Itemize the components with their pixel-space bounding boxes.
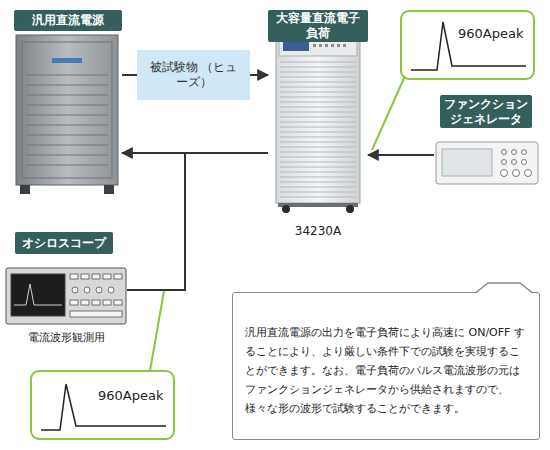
waveform-callout: 960Apeak: [400, 10, 535, 80]
leader-line: [150, 291, 164, 371]
oscilloscope-illustration: [6, 268, 126, 324]
leader-line: [372, 76, 405, 150]
box-label: 被試験物 （ヒューズ）: [147, 50, 240, 100]
note-text: 汎用直流電源の出力を電子負荷により高速に ON/OFF することにより、より厳し…: [245, 323, 529, 435]
power-supply-illustration: [16, 35, 118, 194]
pulse-waveform: [41, 384, 166, 430]
heading-tag: 大容量直流電子負荷: [268, 10, 368, 42]
heading-tag: オシロスコープ: [15, 232, 113, 254]
signal-connector: [368, 154, 434, 156]
model-number: 34230A: [268, 222, 368, 240]
function-generator-node: ファンクション ジェネレータ: [434, 95, 540, 187]
device-under-test-box: 被試験物 （ヒューズ）: [137, 50, 250, 100]
signal-connector: [127, 153, 268, 290]
power-supply-node: 汎用直流電源: [14, 10, 122, 195]
electronic-load-node: 大容量直流電子負荷 34230A: [268, 10, 368, 242]
waveform-callout: 960Apeak: [30, 370, 175, 440]
peak-value: 960Apeak: [458, 24, 533, 44]
signal-connector: [250, 74, 268, 76]
note-box: 汎用直流電源の出力を電子負荷により高速に ON/OFF することにより、より厳し…: [232, 292, 540, 440]
signal-connector: [122, 152, 268, 154]
pulse-waveform: [411, 22, 526, 70]
electronic-load-illustration: [276, 35, 360, 213]
heading-tag: ファンクション ジェネレータ: [440, 95, 532, 128]
note-tab: [476, 283, 532, 294]
peak-value: 960Apeak: [98, 386, 173, 406]
signal-connector: [122, 74, 137, 76]
heading-tag: 汎用直流電源: [14, 10, 122, 31]
function-generator-illustration: [436, 142, 538, 184]
oscilloscope-node: オシロスコープ電流波形観測用: [5, 232, 127, 348]
caption-label: 電流波形観測用: [5, 329, 127, 347]
